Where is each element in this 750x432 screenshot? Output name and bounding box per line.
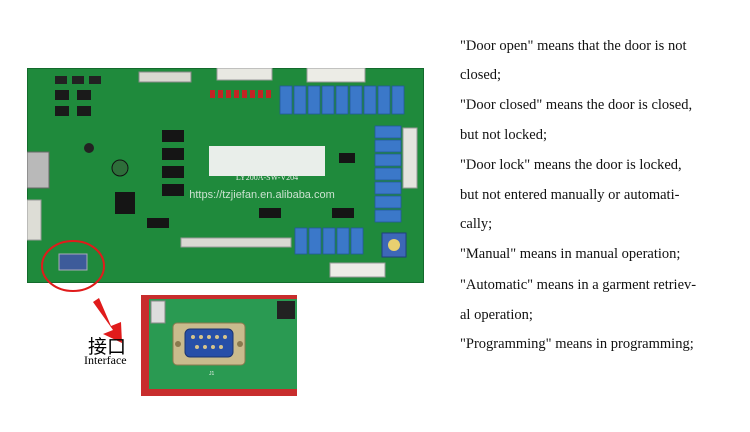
desc-line-2: closed; — [460, 67, 502, 83]
capacitor — [111, 159, 129, 177]
zoom-connector-label: J1 — [209, 371, 215, 377]
silkscreen-label: LY200A-SW-V204 — [236, 173, 298, 182]
label-panel — [209, 146, 325, 176]
left-transistor-block — [55, 76, 101, 116]
desc-line-10: al operation; — [460, 307, 533, 323]
callout-arrow-icon — [93, 298, 122, 343]
desc-line-6: but not entered manually or automati- — [460, 187, 680, 203]
top-header-1 — [138, 71, 192, 83]
interface-zoom-photo: J1 — [141, 295, 297, 396]
desc-line-3: "Door closed" means the door is closed, — [460, 97, 693, 113]
bottom-connector — [329, 262, 386, 278]
desc-line-1: "Door open" means that the door is not — [460, 38, 687, 54]
zoom-component — [277, 301, 295, 319]
interface-label-chinese: 接口 — [88, 336, 127, 358]
right-connector — [402, 127, 418, 189]
relay-bank-right — [374, 125, 402, 223]
db9-port — [58, 253, 88, 271]
led-row — [210, 90, 271, 98]
db9-face — [184, 328, 234, 358]
zoom-header — [150, 300, 166, 324]
interface-highlight-circle — [41, 240, 105, 292]
desc-line-8: "Manual" means in manual operation; — [460, 246, 681, 262]
desc-line-7: cally; — [460, 216, 493, 232]
capacitor — [84, 143, 94, 153]
interface-label-english: Interface — [84, 353, 127, 367]
top-connector-1 — [216, 68, 273, 81]
desc-line-4: but not locked; — [460, 127, 547, 143]
top-connector-2 — [306, 68, 366, 83]
left-port — [27, 151, 50, 189]
desc-line-11: "Programming" means in programming; — [460, 336, 694, 352]
relay-bank-top — [279, 85, 405, 115]
website-watermark: https://tzjiefan.en.alibaba.com — [189, 189, 335, 201]
relay-bank-bottom — [294, 227, 364, 255]
pin-header-strip — [180, 237, 292, 248]
left-connector — [27, 199, 42, 241]
ic-chips — [115, 130, 355, 228]
desc-line-5: "Door lock" means the door is locked, — [460, 157, 682, 173]
desc-line-9: "Automatic" means in a garment retriev- — [460, 277, 697, 293]
